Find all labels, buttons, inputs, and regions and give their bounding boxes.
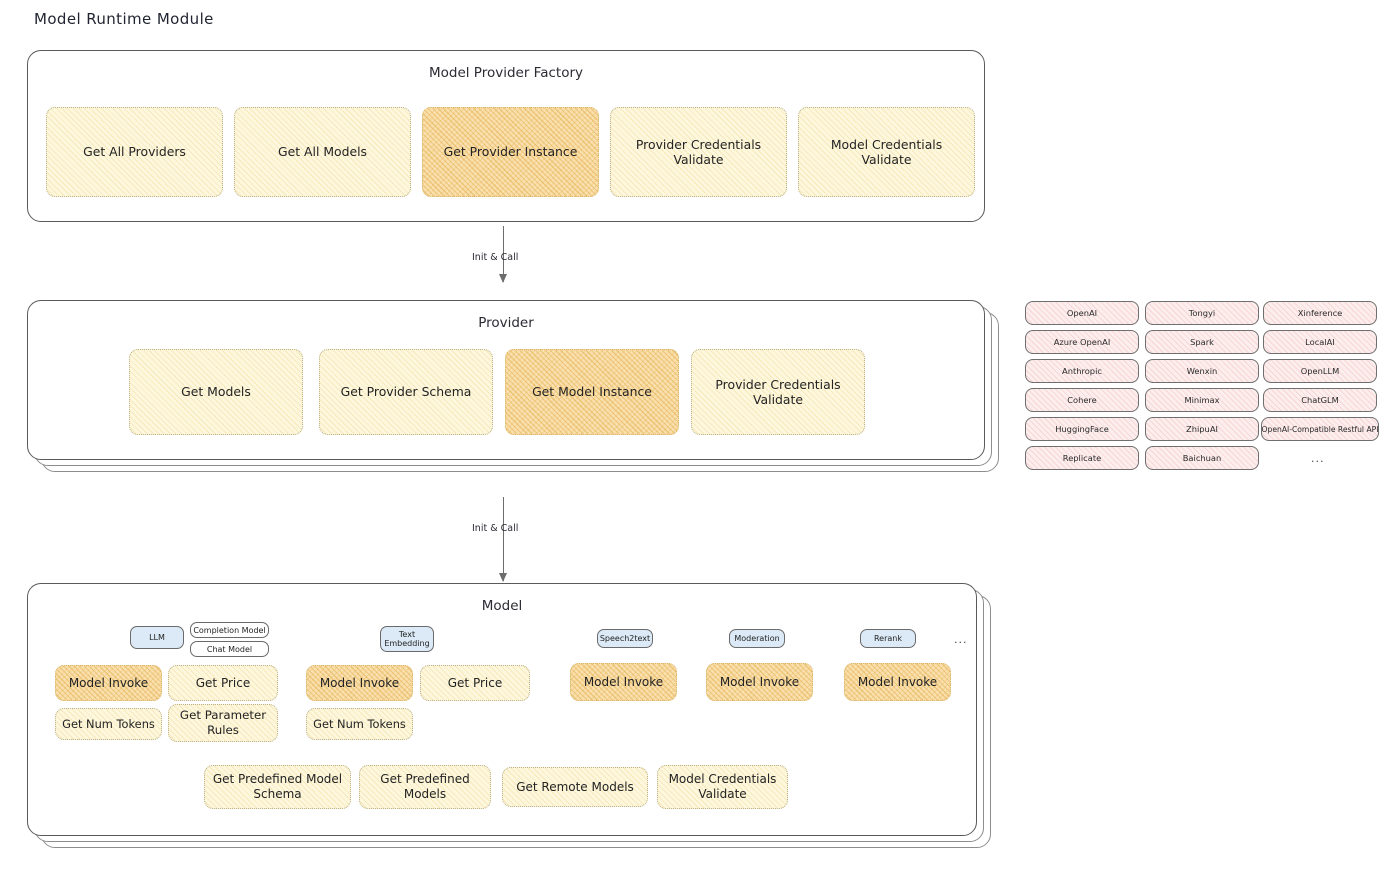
node-speech2text-model-invoke[interactable]: Model Invoke <box>570 663 677 701</box>
provider-chip-anthropic[interactable]: Anthropic <box>1025 359 1139 383</box>
provider-chip-wenxin[interactable]: Wenxin <box>1145 359 1259 383</box>
provider-chip-spark[interactable]: Spark <box>1145 330 1259 354</box>
page-title: Model Runtime Module <box>34 10 214 28</box>
provider-chip-huggingface[interactable]: HuggingFace <box>1025 417 1139 441</box>
node-text-embedding-model-invoke[interactable]: Model Invoke <box>306 665 413 701</box>
provider-chip-xinference[interactable]: Xinference <box>1263 301 1377 325</box>
node-provider-credentials-validate[interactable]: Provider Credentials Validate <box>610 107 787 197</box>
node-model-credentials-validate[interactable]: Model Credentials Validate <box>798 107 975 197</box>
provider-chip-tongyi[interactable]: Tongyi <box>1145 301 1259 325</box>
section-model: Model LLM Completion Model Chat Model Mo… <box>27 583 977 836</box>
provider-chip-openllm[interactable]: OpenLLM <box>1263 359 1377 383</box>
section-provider: Provider Get Models Get Provider Schema … <box>27 300 985 460</box>
model-subtype-chip-chat-model[interactable]: Chat Model <box>190 641 269 657</box>
node-get-all-providers[interactable]: Get All Providers <box>46 107 223 197</box>
node-get-models[interactable]: Get Models <box>129 349 303 435</box>
section-model-provider-factory: Model Provider Factory Get All Providers… <box>27 50 985 222</box>
model-type-chip-rerank[interactable]: Rerank <box>860 629 916 648</box>
arrow-label-init-and-call-2: Init & Call <box>472 523 519 534</box>
model-type-chip-llm[interactable]: LLM <box>130 626 184 649</box>
provider-chip-minimax[interactable]: Minimax <box>1145 388 1259 412</box>
provider-chip-azure-openai[interactable]: Azure OpenAI <box>1025 330 1139 354</box>
node-llm-get-price[interactable]: Get Price <box>168 665 278 701</box>
section-title-provider: Provider <box>478 315 534 331</box>
provider-list-more: ... <box>1311 452 1325 465</box>
node-llm-get-parameter-rules[interactable]: Get Parameter Rules <box>168 704 278 742</box>
model-type-chip-speech2text[interactable]: Speech2text <box>597 629 653 648</box>
model-type-chip-text-embedding[interactable]: Text Embedding <box>380 626 434 652</box>
node-llm-get-num-tokens[interactable]: Get Num Tokens <box>55 708 162 740</box>
node-provider-credentials-validate-2[interactable]: Provider Credentials Validate <box>691 349 865 435</box>
provider-chip-localai[interactable]: LocalAI <box>1263 330 1377 354</box>
provider-chip-chatglm[interactable]: ChatGLM <box>1263 388 1377 412</box>
node-get-predefined-models[interactable]: Get Predefined Models <box>359 765 491 809</box>
arrow-line <box>503 497 504 581</box>
node-model-credentials-validate-3[interactable]: Model Credentials Validate <box>657 765 788 809</box>
node-get-remote-models[interactable]: Get Remote Models <box>502 767 648 807</box>
node-text-embedding-get-num-tokens[interactable]: Get Num Tokens <box>306 708 413 740</box>
node-get-provider-instance[interactable]: Get Provider Instance <box>422 107 599 197</box>
arrow-head <box>498 274 507 283</box>
node-get-provider-schema[interactable]: Get Provider Schema <box>319 349 493 435</box>
provider-chip-replicate[interactable]: Replicate <box>1025 446 1139 470</box>
provider-chip-baichuan[interactable]: Baichuan <box>1145 446 1259 470</box>
node-moderation-model-invoke[interactable]: Model Invoke <box>706 663 813 701</box>
arrow-line <box>503 226 504 282</box>
node-get-all-models[interactable]: Get All Models <box>234 107 411 197</box>
provider-chip-openai-compatible-restful-api[interactable]: OpenAI-Compatible Restful API <box>1261 417 1379 441</box>
arrow-head <box>498 573 507 582</box>
provider-chip-cohere[interactable]: Cohere <box>1025 388 1139 412</box>
node-llm-model-invoke[interactable]: Model Invoke <box>55 665 162 701</box>
section-title-model: Model <box>481 598 523 614</box>
provider-chip-openai[interactable]: OpenAI <box>1025 301 1139 325</box>
section-title-factory: Model Provider Factory <box>428 65 583 81</box>
node-get-model-instance[interactable]: Get Model Instance <box>505 349 679 435</box>
node-rerank-model-invoke[interactable]: Model Invoke <box>844 663 951 701</box>
model-subtype-chip-completion-model[interactable]: Completion Model <box>190 622 269 638</box>
model-type-chip-moderation[interactable]: Moderation <box>729 629 785 648</box>
arrow-label-init-and-call-1: Init & Call <box>472 252 519 263</box>
model-types-more: ... <box>954 633 968 646</box>
provider-chip-zhipuai[interactable]: ZhipuAI <box>1145 417 1259 441</box>
node-text-embedding-get-price[interactable]: Get Price <box>420 665 530 701</box>
node-get-predefined-model-schema[interactable]: Get Predefined Model Schema <box>204 765 351 809</box>
